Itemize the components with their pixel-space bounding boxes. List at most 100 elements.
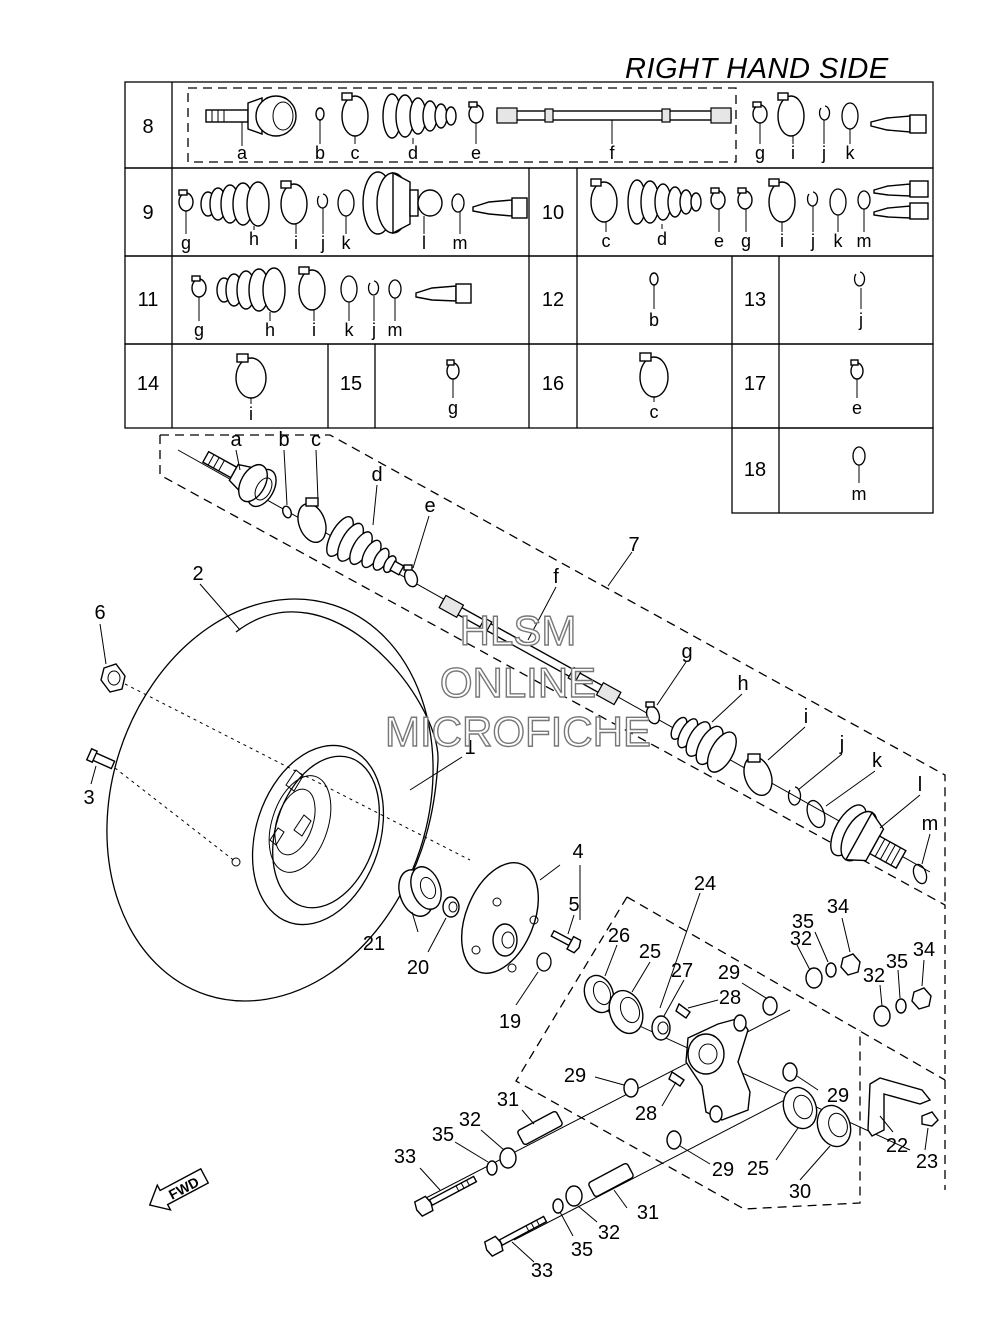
svg-text:c: c	[311, 429, 321, 451]
svg-text:29: 29	[712, 1159, 734, 1181]
svg-text:g: g	[181, 233, 191, 253]
svg-text:31: 31	[497, 1089, 519, 1111]
svg-text:g: g	[681, 641, 692, 663]
svg-text:e: e	[852, 398, 862, 418]
kit-no: 17	[744, 373, 766, 395]
kit-no: 16	[542, 373, 564, 395]
svg-text:1: 1	[464, 737, 475, 759]
kit-no: 13	[744, 289, 766, 311]
svg-text:h: h	[249, 229, 259, 249]
row9-parts	[178, 171, 528, 235]
svg-text:c: c	[650, 402, 659, 422]
svg-text:28: 28	[635, 1103, 657, 1125]
svg-text:b: b	[278, 429, 289, 451]
kit-no: 10	[542, 202, 564, 224]
svg-text:35: 35	[571, 1239, 593, 1261]
svg-text:k: k	[846, 143, 856, 163]
svg-text:35: 35	[886, 951, 908, 973]
svg-text:32: 32	[459, 1109, 481, 1131]
kit-no: 18	[744, 459, 766, 481]
svg-text:25: 25	[747, 1158, 769, 1180]
svg-text:l: l	[422, 233, 426, 253]
svg-text:35: 35	[432, 1124, 454, 1146]
svg-text:c: c	[602, 231, 611, 251]
svg-text:26: 26	[608, 925, 630, 947]
svg-text:f: f	[609, 143, 615, 163]
row8-letters: a b c d e f g i j k	[237, 143, 856, 163]
svg-text:3: 3	[83, 787, 94, 809]
svg-text:HLSM: HLSM	[460, 607, 577, 654]
svg-text:g: g	[194, 320, 204, 340]
svg-text:31: 31	[637, 1202, 659, 1224]
kit-no: 11	[138, 289, 159, 311]
svg-text:d: d	[408, 143, 418, 163]
shaft-letter-labels: a b c d e f g h i j k l m	[230, 429, 938, 835]
row10-letters: c d e g i j k m	[602, 229, 872, 251]
row11-letters: g h i k j m	[194, 320, 403, 340]
svg-text:k: k	[345, 320, 355, 340]
svg-text:g: g	[741, 231, 751, 251]
svg-text:j: j	[371, 320, 376, 340]
svg-text:j: j	[810, 231, 815, 251]
svg-text:e: e	[424, 495, 435, 517]
svg-text:32: 32	[863, 965, 885, 987]
svg-text:4: 4	[572, 841, 583, 863]
svg-text:ONLINE: ONLINE	[440, 659, 596, 706]
svg-text:k: k	[342, 233, 352, 253]
row8-parts	[205, 92, 927, 146]
svg-text:c: c	[351, 143, 360, 163]
watermark: HLSM ONLINE MICROFICHE	[384, 606, 651, 755]
svg-text:g: g	[755, 143, 765, 163]
svg-text:i: i	[791, 143, 795, 163]
svg-text:34: 34	[827, 896, 849, 918]
svg-text:5: 5	[568, 894, 579, 916]
svg-text:33: 33	[531, 1260, 553, 1282]
svg-text:l: l	[918, 774, 922, 796]
callout-numbers: 1 2 3 4 5 6 7 19 20 21 22 23 24 25 25 26…	[83, 534, 938, 1282]
svg-text:a: a	[237, 143, 248, 163]
svg-text:29: 29	[564, 1065, 586, 1087]
svg-text:i: i	[804, 706, 808, 728]
svg-text:7: 7	[628, 534, 639, 556]
svg-text:h: h	[737, 673, 748, 695]
svg-text:i: i	[312, 320, 316, 340]
svg-text:6: 6	[94, 602, 105, 624]
svg-text:22: 22	[886, 1135, 908, 1157]
driveshaft-assembly	[159, 434, 946, 1190]
svg-text:k: k	[834, 231, 844, 251]
row10-parts	[590, 178, 929, 225]
svg-text:e: e	[471, 143, 481, 163]
svg-text:28: 28	[719, 987, 741, 1009]
svg-text:24: 24	[694, 873, 716, 895]
svg-text:b: b	[315, 143, 325, 163]
svg-text:e: e	[714, 231, 724, 251]
fwd-arrow-icon: FWD	[148, 1167, 210, 1211]
svg-text:23: 23	[916, 1151, 938, 1173]
svg-text:i: i	[249, 404, 253, 424]
svg-text:f: f	[553, 566, 559, 588]
svg-text:k: k	[872, 750, 883, 772]
svg-text:j: j	[320, 233, 325, 253]
svg-text:2: 2	[192, 563, 203, 585]
svg-text:33: 33	[394, 1146, 416, 1168]
svg-text:34: 34	[913, 939, 935, 961]
svg-text:19: 19	[499, 1011, 521, 1033]
svg-text:m: m	[453, 233, 468, 253]
svg-text:m: m	[922, 813, 939, 835]
svg-text:m: m	[852, 484, 867, 504]
svg-text:d: d	[371, 464, 382, 486]
wheel-assembly	[85, 598, 582, 1002]
svg-text:21: 21	[363, 933, 385, 955]
svg-text:i: i	[294, 233, 298, 253]
svg-text:32: 32	[598, 1222, 620, 1244]
svg-text:MICROFICHE: MICROFICHE	[385, 708, 651, 755]
svg-text:29: 29	[718, 962, 740, 984]
kit-no: 12	[542, 289, 564, 311]
kit-no: 15	[340, 373, 362, 395]
svg-text:j: j	[858, 310, 863, 330]
svg-text:h: h	[265, 320, 275, 340]
svg-text:m: m	[388, 320, 403, 340]
svg-text:m: m	[857, 231, 872, 251]
svg-text:d: d	[657, 229, 667, 249]
